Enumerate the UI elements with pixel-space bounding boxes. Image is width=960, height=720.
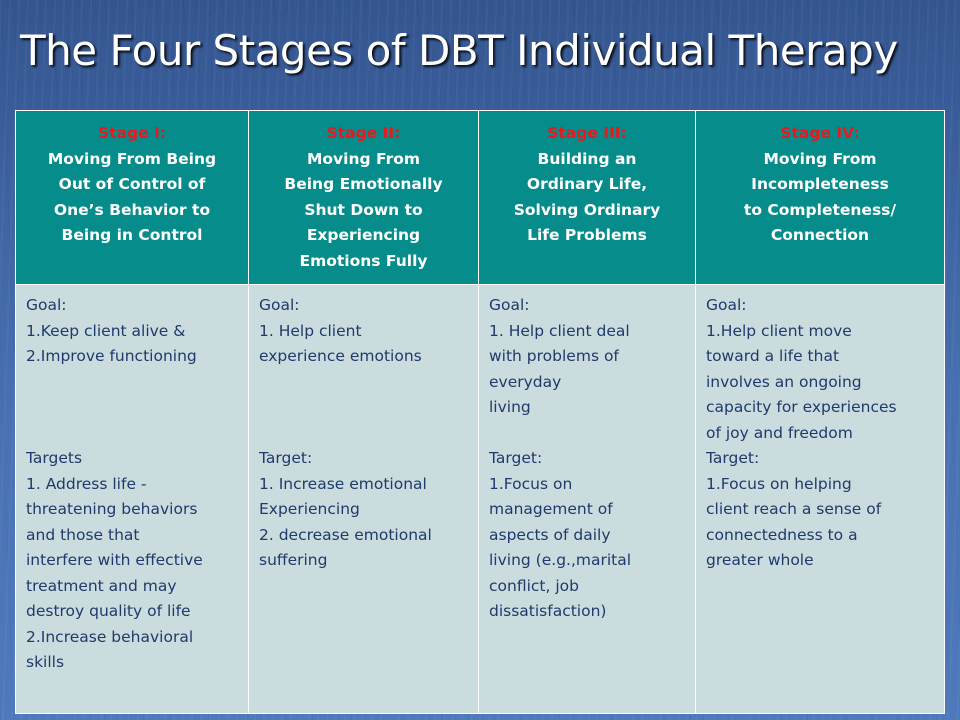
stage-3-targets: Target: 1.Focus on management of aspects…: [489, 449, 632, 620]
content-row: Goal: 1.Keep client alive & 2.Improve fu…: [15, 284, 945, 714]
stage-1-number: Stage I:: [97, 124, 166, 142]
stage-4-header: Stage IV: Moving From Incompleteness to …: [695, 110, 945, 285]
stage-1-header: Stage I: Moving From Being Out of Contro…: [15, 110, 249, 285]
stage-4-targets: Target: 1.Focus on helping client reach …: [706, 449, 882, 569]
stage-2-goal: Goal: 1. Help client experience emotions: [259, 296, 422, 365]
slide-title: The Four Stages of DBT Individual Therap…: [20, 26, 898, 75]
stage-4-number: Stage IV:: [780, 124, 860, 142]
stage-3-header: Stage III: Building an Ordinary Life, So…: [478, 110, 696, 285]
stage-4-cell: Goal: 1.Help client move toward a life t…: [695, 284, 945, 714]
stage-1-goal: Goal: 1.Keep client alive & 2.Improve fu…: [26, 296, 197, 365]
stage-2-number: Stage II:: [326, 124, 401, 142]
stage-1-description: Moving From Being Out of Control of One’…: [47, 149, 217, 245]
stage-2-targets: Target: 1. Increase emotional Experienci…: [259, 449, 432, 569]
stage-3-cell: Goal: 1. Help client deal with problems …: [478, 284, 696, 714]
stage-2-cell: Goal: 1. Help client experience emotions…: [248, 284, 479, 714]
stage-2-description: Moving From Being Emotionally Shut Down …: [284, 149, 443, 270]
stage-3-description: Building an Ordinary Life, Solving Ordin…: [513, 149, 661, 245]
stages-table: Stage I: Moving From Being Out of Contro…: [15, 110, 945, 714]
stage-4-goal: Goal: 1.Help client move toward a life t…: [706, 296, 897, 442]
stage-4-description: Moving From Incompleteness to Completene…: [743, 149, 897, 245]
stage-1-cell: Goal: 1.Keep client alive & 2.Improve fu…: [15, 284, 249, 714]
header-row: Stage I: Moving From Being Out of Contro…: [15, 110, 945, 285]
stage-1-targets: Targets 1. Address life - threatening be…: [26, 449, 203, 671]
stage-3-goal: Goal: 1. Help client deal with problems …: [489, 296, 630, 416]
stage-3-number: Stage III:: [547, 124, 627, 142]
stage-2-header: Stage II: Moving From Being Emotionally …: [248, 110, 479, 285]
